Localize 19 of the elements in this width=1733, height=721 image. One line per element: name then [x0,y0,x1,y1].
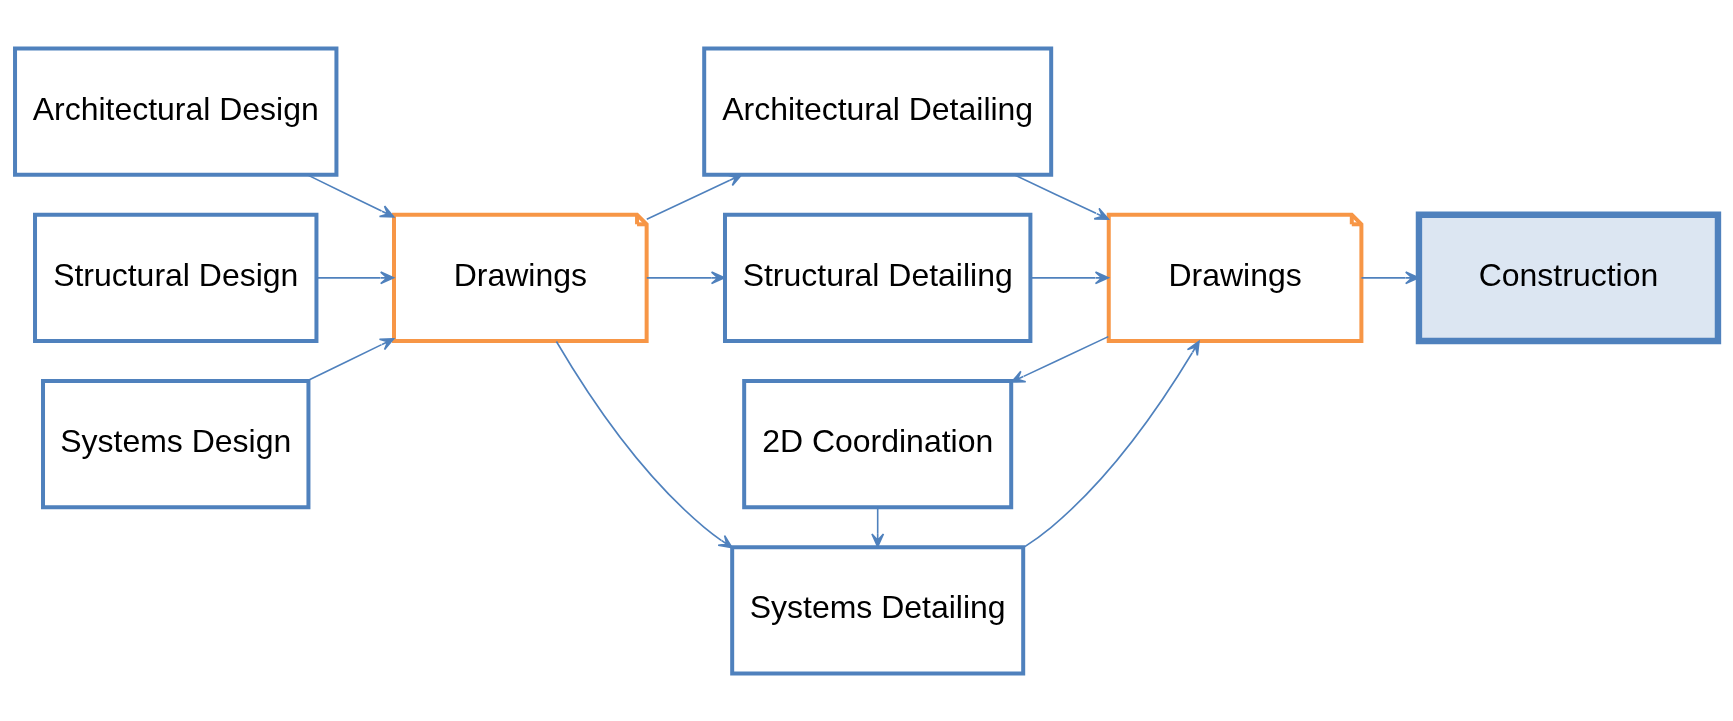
arrow [1029,270,1110,284]
arrow [1013,173,1110,220]
arrow [555,340,733,548]
arrow [315,270,395,284]
arrow [646,270,726,284]
node-box: Systems Detailing [730,544,1026,676]
node-box: Structural Detailing [723,212,1033,343]
arrow [306,173,395,218]
arrow [646,173,743,220]
arrow [1010,335,1110,383]
node-box: 2D Coordination [742,378,1014,509]
node-box: Architectural Detailing [702,45,1054,177]
node-box: Architectural Design [13,45,339,177]
arrow [871,506,885,548]
node-box: Structural Design [33,212,319,343]
arrow [1022,340,1200,548]
node-box: Construction [1415,211,1722,344]
arrow [306,337,395,382]
node-box: Systems Design [41,378,311,509]
